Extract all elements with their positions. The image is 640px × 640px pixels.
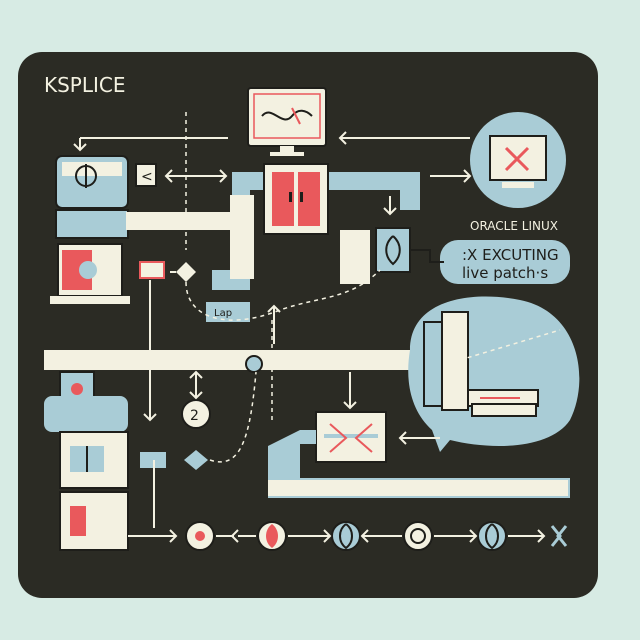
step-circle: 2 <box>181 399 211 429</box>
chain-node-3 <box>331 521 361 551</box>
laptop-icon <box>50 243 130 304</box>
pipe-cream-arm <box>230 195 254 279</box>
status-line-2: live patch·s <box>462 264 548 282</box>
back-arrow-box: < <box>135 163 157 187</box>
node-chain <box>128 521 568 551</box>
step-number: 2 <box>190 408 199 424</box>
diamond-top <box>176 262 196 282</box>
bottom-cream-pipe <box>268 480 568 496</box>
lap-label: Lap <box>214 308 232 319</box>
diamond-bottom <box>184 450 208 470</box>
chain-node-5 <box>477 521 507 551</box>
back-arrow-glyph: < <box>141 169 153 185</box>
status-line-1: :X EXCUTING <box>462 246 559 264</box>
connector-lines <box>73 131 472 528</box>
striped-block-top <box>139 261 165 279</box>
oracle-linux-monitor <box>470 112 566 208</box>
left-panel-bar <box>55 209 129 239</box>
horizontal-cream-pipe-top <box>126 212 230 230</box>
diagram-title: KSPLICE <box>44 73 126 97</box>
os-label: ORACLE LINUX <box>470 219 558 233</box>
cabinet-icon <box>263 163 329 235</box>
top-monitor-icon <box>247 87 327 156</box>
dashed-lines <box>185 112 561 463</box>
pipe-cream-lower <box>340 230 370 284</box>
left-computer-bottom-icon <box>44 371 129 551</box>
pipe-node <box>245 355 263 373</box>
left-computer-top-icon <box>55 155 129 209</box>
chain-node-4 <box>403 521 433 551</box>
chain-end-icon <box>550 525 568 547</box>
lap-label-box: Lap <box>206 302 250 322</box>
connector-box <box>375 227 444 273</box>
horizontal-cream-pipe-main <box>44 350 424 370</box>
server-bubble <box>408 296 580 452</box>
patch-card <box>315 411 387 463</box>
status-pill: :X EXCUTING live patch·s <box>440 240 570 284</box>
